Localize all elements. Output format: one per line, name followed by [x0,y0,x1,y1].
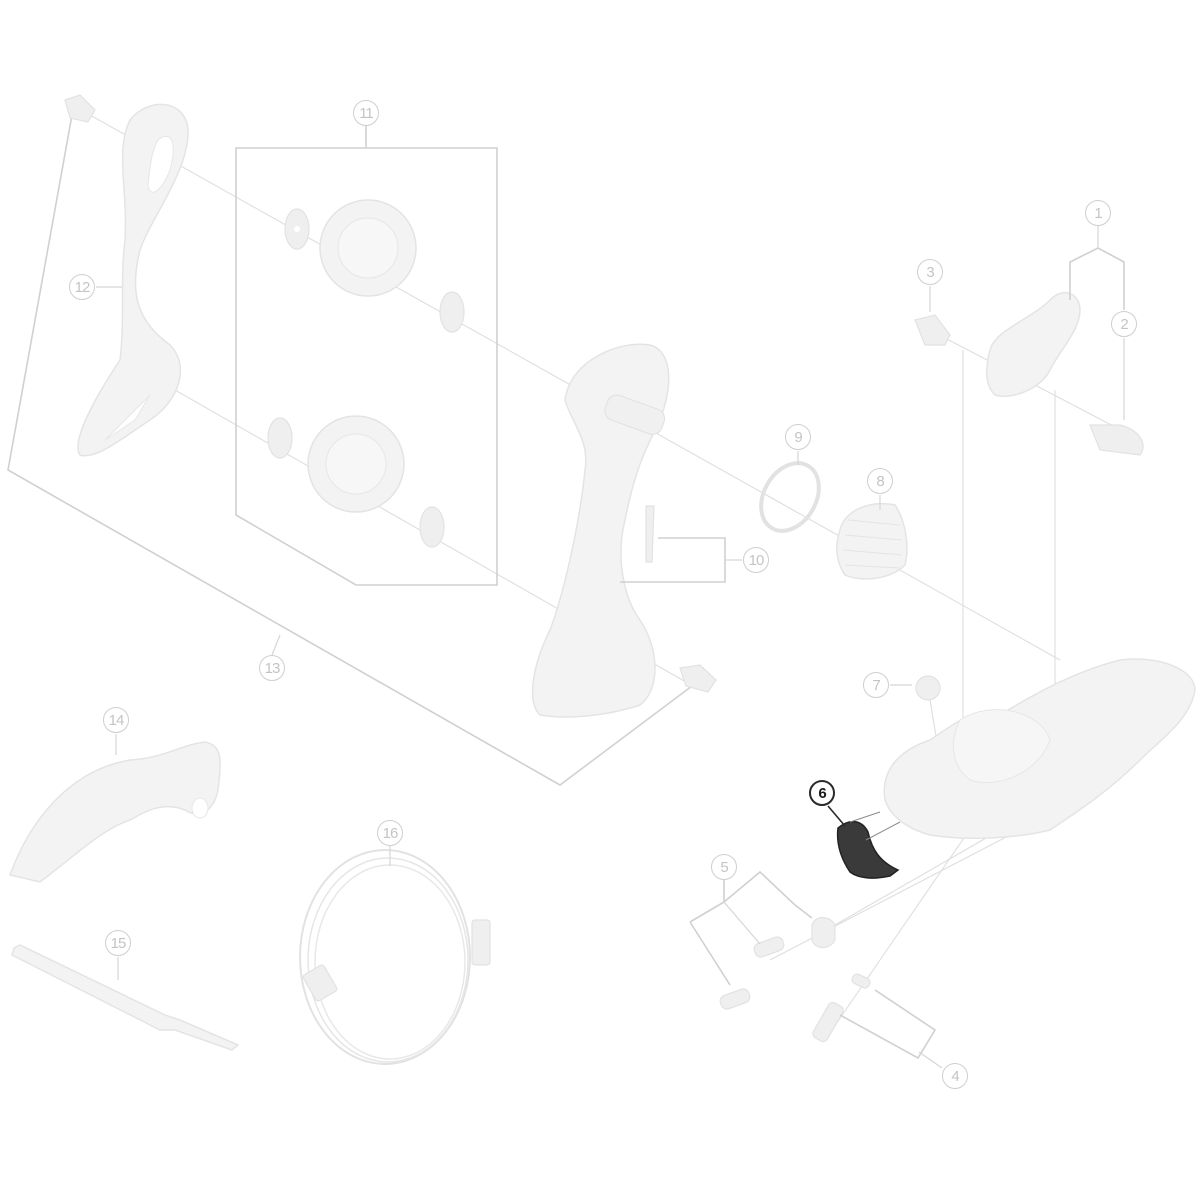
callout-12: 12 [69,274,95,300]
part-6-highlighted-cover [827,805,901,879]
callout-13: 13 [259,655,285,681]
callout-10: 10 [743,547,769,573]
part-12-outer-cage-plate [64,94,189,457]
inner-cage-plate [531,343,742,718]
parts-1-2-3-mounting [914,226,1144,456]
main-body [883,658,1196,840]
callout-16: 16 [377,820,403,846]
part-8-spring [835,495,908,580]
callout-14: 14 [103,707,129,733]
callout-2: 2 [1111,311,1137,337]
part-7-cap [890,675,941,701]
part-4-screw [812,973,943,1069]
part-5-screws-plate [689,870,836,1010]
callout-15: 15 [105,930,131,956]
part-9-ring [759,451,821,533]
bracket-13 [7,114,701,786]
callout-8: 8 [867,468,893,494]
callout-11: 11 [353,100,379,126]
part-16-usb-cable [299,846,491,1065]
callout-5: 5 [711,854,737,880]
callout-6-highlighted: 6 [809,780,835,806]
callout-4: 4 [942,1063,968,1089]
part-15-tool [11,944,240,1051]
part-14-guard [9,734,221,883]
callout-3: 3 [917,259,943,285]
bracket-11 [235,126,498,586]
callout-1: 1 [1085,200,1111,226]
part-11-pulleys [267,199,465,548]
callout-7: 7 [863,672,889,698]
callout-9: 9 [785,424,811,450]
